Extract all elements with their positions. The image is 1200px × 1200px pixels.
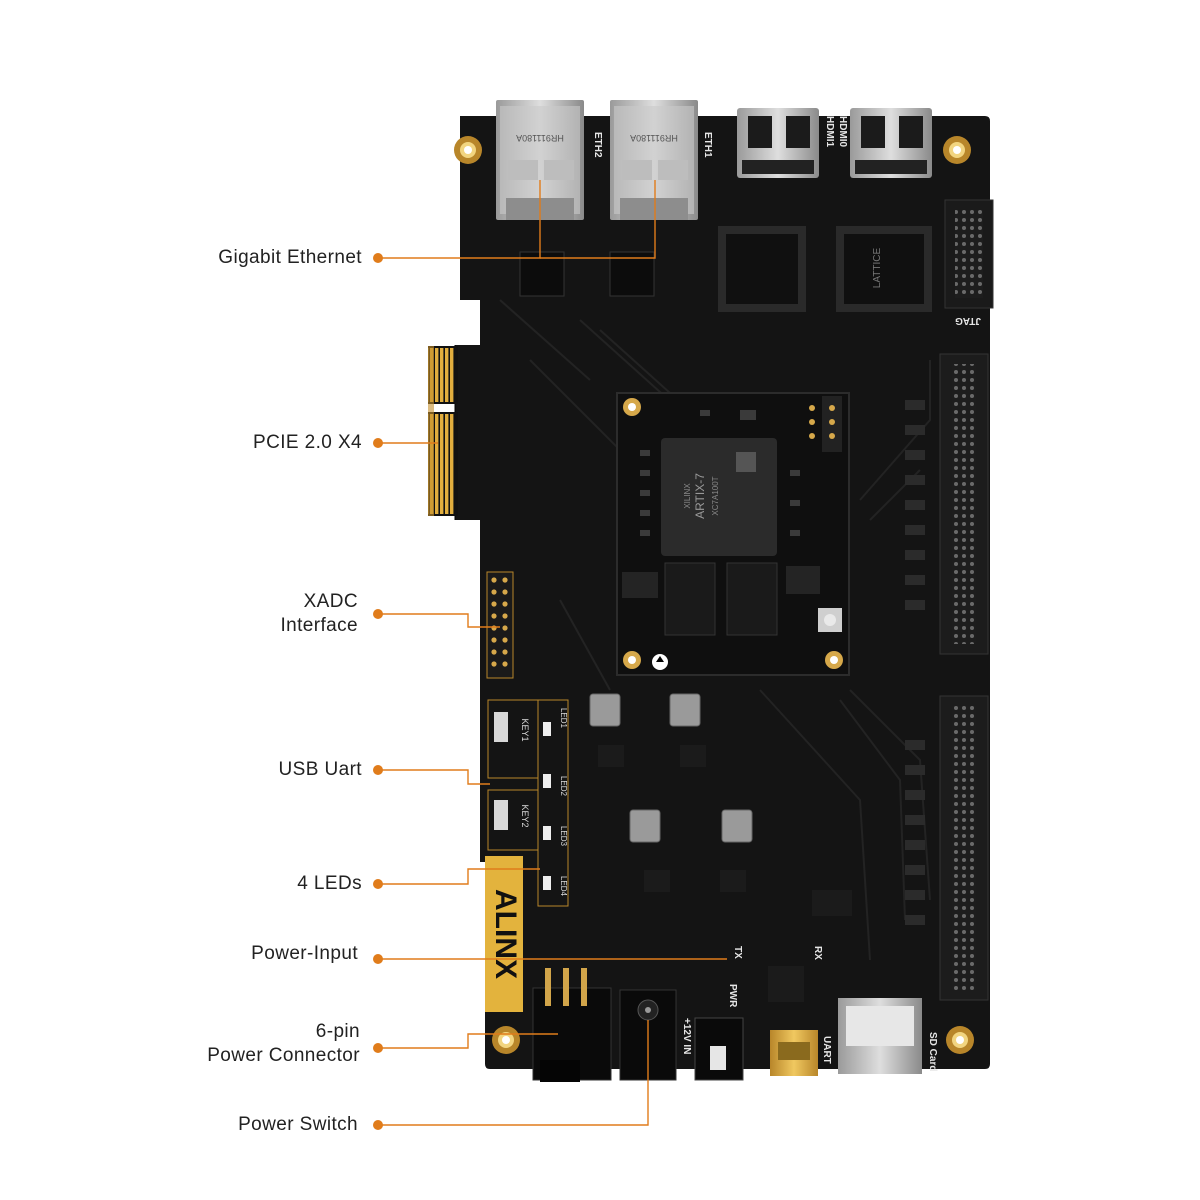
callout-line: Power-Input bbox=[251, 943, 358, 964]
callout-power-connector: 6-pin Power Connector bbox=[207, 1020, 360, 1068]
expansion-header-j2 bbox=[939, 353, 989, 655]
key2-label: KEY2 bbox=[520, 804, 530, 827]
jtag-header bbox=[944, 199, 994, 309]
leader-power-switch bbox=[378, 1020, 649, 1126]
callout-line: XADC bbox=[303, 591, 358, 612]
sdcard-label: SD Card bbox=[927, 1032, 938, 1071]
rj45-eth1-model: HR911180A bbox=[630, 133, 678, 143]
mini-usb-port bbox=[770, 1030, 818, 1076]
fpga-name: ARTIX-7 bbox=[693, 473, 707, 519]
callout-usb-uart: USB Uart bbox=[279, 758, 362, 782]
leader-xadc bbox=[378, 613, 500, 628]
ddr-chip bbox=[664, 562, 716, 636]
power-switch bbox=[694, 1017, 744, 1081]
ddr-chip bbox=[726, 562, 778, 636]
uart-label: UART bbox=[821, 1036, 832, 1064]
callout-power-input: Power-Input bbox=[251, 942, 358, 966]
lattice-chip: LATTICE bbox=[836, 226, 932, 312]
led-group: LED1 LED2 LED3 LED4 bbox=[537, 699, 569, 907]
vin-label: +12V IN bbox=[681, 1018, 692, 1054]
leader-usb-uart bbox=[378, 769, 490, 785]
eth-phy-chip bbox=[519, 251, 565, 297]
hdmi1-port bbox=[737, 108, 819, 178]
pwr-label: PWR bbox=[727, 984, 738, 1008]
hdmi1-label: HDMI1 bbox=[824, 116, 835, 148]
callout-xadc: XADC Interface bbox=[280, 590, 358, 638]
fpga-part: XC7A100T bbox=[711, 476, 720, 515]
sd-card-slot bbox=[838, 998, 922, 1074]
callout-power-switch: Power Switch bbox=[238, 1113, 358, 1137]
callout-line: USB Uart bbox=[278, 759, 362, 780]
key1-label: KEY1 bbox=[520, 718, 530, 741]
callout-gigabit-ethernet: Gigabit Ethernet bbox=[218, 246, 362, 270]
hdmi-chip bbox=[718, 226, 806, 312]
xadc-header bbox=[486, 571, 514, 679]
mounting-holes bbox=[454, 136, 974, 1054]
rx-label: RX bbox=[812, 946, 823, 960]
callout-line: 6-pin bbox=[315, 1021, 360, 1042]
leader-power-connector bbox=[378, 1033, 558, 1049]
eth2-label: ETH2 bbox=[592, 132, 603, 158]
rj45-eth1: HR911180A bbox=[610, 100, 698, 220]
jtag-label: JTAG bbox=[955, 315, 981, 326]
led4-label: LED4 bbox=[559, 876, 568, 897]
callout-line: Gigabit Ethernet bbox=[218, 247, 362, 268]
inductors bbox=[589, 693, 753, 843]
callout-pcie: PCIE 2.0 X4 bbox=[253, 431, 362, 455]
lattice-label: LATTICE bbox=[872, 247, 883, 288]
leader-leds bbox=[378, 868, 540, 885]
callout-line: Power Connector bbox=[207, 1045, 360, 1066]
rj45-eth2: HR911180A bbox=[496, 100, 584, 220]
callout-leaders bbox=[378, 180, 727, 1126]
rj45-eth2-model: HR911180A bbox=[516, 133, 564, 143]
alinx-logo-text: ALINX bbox=[489, 889, 522, 979]
callout-line: 4 LEDs bbox=[297, 873, 362, 894]
led3-label: LED3 bbox=[559, 826, 568, 847]
power-ics bbox=[598, 745, 852, 1002]
led2-label: LED2 bbox=[559, 776, 568, 797]
callout-line: Interface bbox=[280, 615, 358, 636]
core-module: XILINX ARTIX-7 XC7A100T bbox=[616, 392, 850, 676]
alinx-logo: ALINX bbox=[485, 856, 523, 1012]
callout-dots bbox=[373, 253, 383, 1130]
tx-label: TX bbox=[732, 946, 743, 959]
callout-line: Power Switch bbox=[238, 1114, 358, 1135]
callout-leds: 4 LEDs bbox=[297, 872, 362, 896]
callout-line: PCIE 2.0 X4 bbox=[253, 432, 362, 453]
eth1-label: ETH1 bbox=[702, 132, 713, 158]
resistor-arrays bbox=[905, 400, 925, 925]
leader-gigabit-ethernet-2 bbox=[540, 180, 656, 259]
hdmi0-label: HDMI0 bbox=[837, 116, 848, 148]
fpga-brand: XILINX bbox=[683, 483, 692, 509]
led1-label: LED1 bbox=[559, 708, 568, 729]
hdmi0-port bbox=[850, 108, 932, 178]
expansion-header-j3 bbox=[939, 695, 989, 1001]
eth-phy-chip bbox=[609, 251, 655, 297]
